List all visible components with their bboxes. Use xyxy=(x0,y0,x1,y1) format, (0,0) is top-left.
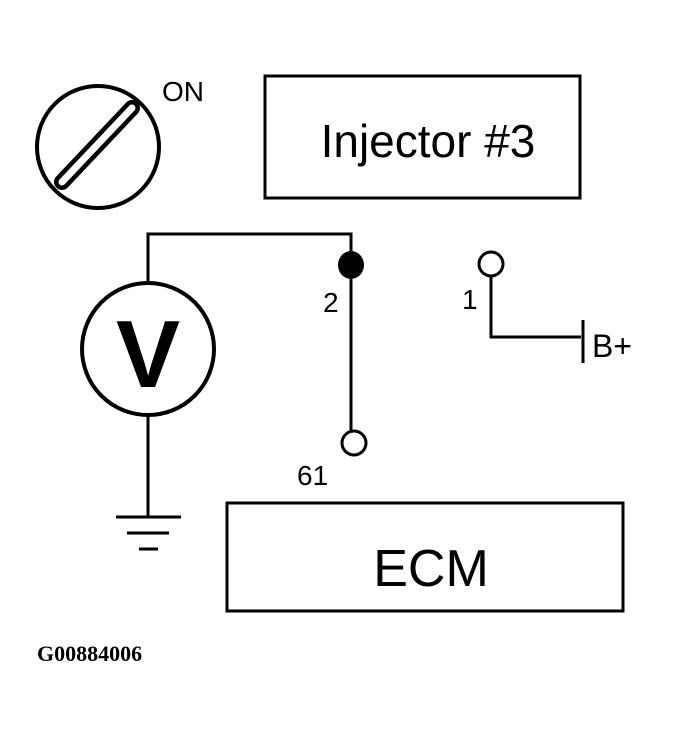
ecm-box xyxy=(225,501,625,613)
ground-symbol xyxy=(116,515,181,551)
terminal-61-point xyxy=(340,429,368,457)
ignition-state-label: ON xyxy=(162,76,204,107)
ignition-key-slot-inner xyxy=(58,104,136,186)
ecm-label: ECM xyxy=(373,540,489,598)
terminal-1-point xyxy=(477,250,505,278)
wire-terminal-1-to-supply xyxy=(489,276,581,339)
terminal-2-label: 2 xyxy=(323,287,339,318)
terminal-61-label: 61 xyxy=(297,460,328,491)
figure-code: G00884006 xyxy=(37,641,142,666)
terminal-1-label: 1 xyxy=(462,284,478,315)
voltmeter-lead-positive xyxy=(146,232,353,283)
ignition-switch-body xyxy=(35,84,161,210)
injector-label: Injector #3 xyxy=(321,115,536,167)
injector-box xyxy=(263,74,582,200)
supply-label: B+ xyxy=(592,328,632,364)
ignition-switch xyxy=(35,84,161,210)
terminal-2-probe-point xyxy=(338,251,364,279)
voltmeter-symbol: V xyxy=(116,301,180,408)
